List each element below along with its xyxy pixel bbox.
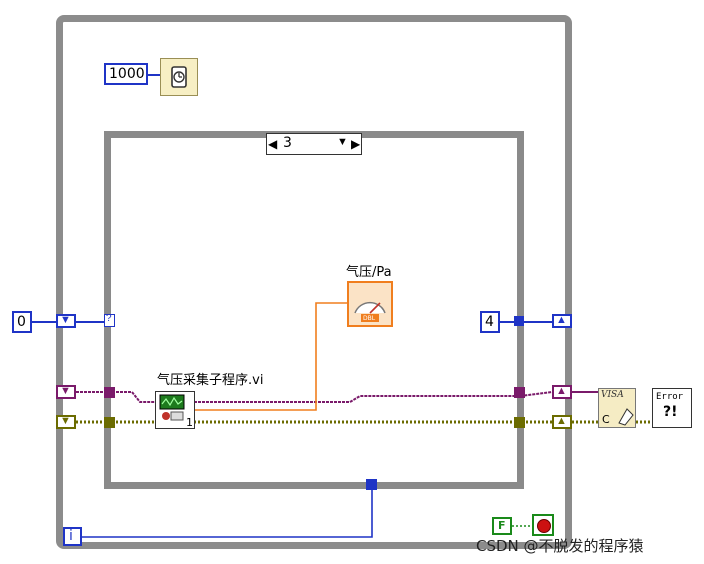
gauge-icon[interactable]: DBL [347,281,393,327]
wait-ms-constant[interactable]: 1000 [104,63,148,85]
wire-sr-left [76,321,104,323]
dbl-type-tag: DBL [363,315,376,322]
stop-bool-constant[interactable]: F [492,517,512,535]
visa-close-sub: C [602,413,610,426]
subvi-icon[interactable]: 1 [155,391,195,429]
down-arrow-icon: ▼ [60,314,71,326]
case-prev-arrow-icon[interactable]: ◀ [268,137,278,151]
case-selector[interactable]: ◀ 3 ▼ ▶ [266,133,362,155]
case-output-tunnel[interactable] [514,316,524,326]
init-constant[interactable]: 0 [12,311,32,333]
down-arrow-icon: ▼ [60,415,71,427]
error-case-tunnel-left[interactable] [104,417,115,428]
case-input-tunnel[interactable]: ? [104,313,115,327]
wait-clock-icon[interactable] [160,58,198,96]
error-label: Error [656,392,684,402]
case-structure-inner [111,138,517,482]
error-case-tunnel-right[interactable] [514,417,525,428]
up-arrow-icon: ▲ [556,415,567,427]
subvi-output-index: 1 [186,416,193,429]
stop-bool-value: F [498,519,506,532]
unknown-terminal: ? [106,313,112,324]
visa-case-tunnel-left[interactable] [104,387,115,398]
error-sub: ?! [663,404,678,420]
error-shift-register-left[interactable]: ▼ [56,415,76,429]
gauge-glyph [354,301,386,322]
visa-label: VISA [601,390,624,400]
up-arrow-icon: ▲ [556,385,567,397]
case-dropdown-arrow-icon[interactable]: ▼ [337,136,348,148]
error-handler-icon[interactable]: Error ?! [652,388,692,428]
subvi-label: 气压采集子程序.vi [157,373,264,388]
right-constant[interactable]: 4 [480,311,500,333]
visa-close-icon[interactable]: VISA C [598,388,636,428]
shift-register-left[interactable]: ▼ [56,314,76,328]
stop-red-dot [537,519,551,533]
case-next-arrow-icon[interactable]: ▶ [351,137,361,151]
case-selector-value: 3 [283,135,292,151]
iteration-terminal[interactable]: i [63,527,82,546]
up-arrow-icon: ▲ [556,314,567,326]
visa-shift-register-right[interactable]: ▲ [552,385,572,399]
visa-shift-register-left[interactable]: ▼ [56,385,76,399]
shift-register-right[interactable]: ▲ [552,314,572,328]
wire-right-const [500,321,552,323]
iteration-label: i [69,528,73,544]
watermark: CSDN @不脱发的程序猿 [476,537,644,555]
iteration-case-tunnel[interactable] [366,479,377,490]
wait-clock-glyph [171,66,187,88]
wire-init [32,321,56,323]
stop-terminal-icon[interactable] [532,514,554,536]
while-loop-frame[interactable] [56,15,572,549]
subvi-glyph [159,394,185,421]
indicator-label: 气压/Pa [346,265,392,280]
wire-wait [148,74,160,76]
visa-case-tunnel-right[interactable] [514,387,525,398]
error-shift-register-right[interactable]: ▲ [552,415,572,429]
down-arrow-icon: ▼ [60,385,71,397]
visa-hand-glyph [618,408,634,426]
